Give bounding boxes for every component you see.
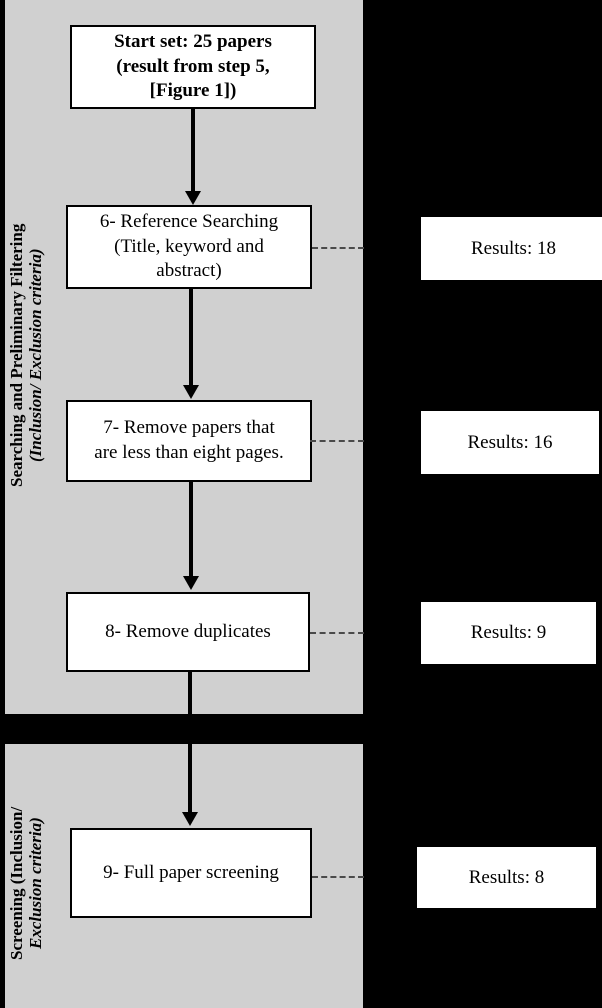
step-box-start: Start set: 25 papers (result from step 5… [70,25,316,109]
dashed-link-step7-result [310,440,364,442]
phase-label-screening: Screening (Inclusion/ Exclusion criteria… [7,788,61,978]
step-6-line1: 6- Reference Searching [99,210,279,232]
arrow-shaft [191,109,195,193]
step-7-line1: 7- Remove papers that [103,417,275,439]
step-box-7: 7- Remove papers that are less than eigh… [66,400,312,482]
dashed-link-step6-result [312,247,364,249]
result-box-step9: Results: 8 [417,847,596,908]
step-start-line3: [Figure 1]) [149,80,237,102]
arrow-shaft [189,289,193,387]
step-box-8: 8- Remove duplicates [66,592,310,672]
phase-label-searching-line2: (Inclusion/ Exclusion criteria) [26,248,46,462]
phase-label-screening-line1: Screening (Inclusion/ [7,806,26,960]
step-9-line1: 9- Full paper screening [103,861,279,883]
step-box-6: 6- Reference Searching (Title, keyword a… [66,205,312,289]
step-7-line2: are less than eight pages. [94,442,284,463]
arrow-shaft [189,482,193,578]
result-box-step8: Results: 9 [421,602,596,664]
phase-label-searching-line1: Searching and Preliminary Filtering [7,223,26,487]
step-start-line1: Start set: 25 papers [114,30,272,52]
result-box-step7: Results: 16 [421,411,599,474]
arrow-shaft [188,672,192,814]
dashed-link-step9-result [312,876,364,878]
phase-label-searching: Searching and Preliminary Filtering (Inc… [7,175,61,535]
step-start-line2: (result from step 5, [116,55,270,77]
step-6-line3: abstract) [156,260,222,282]
phase-label-screening-line2: Exclusion criteria) [26,817,46,949]
step-6-line2: (Title, keyword and [114,235,264,257]
arrow-head-icon [183,385,199,399]
arrow-head-icon [182,812,198,826]
arrow-head-icon [185,191,201,205]
step-8-line1: 8- Remove duplicates [105,620,271,642]
step-box-9: 9- Full paper screening [70,828,312,918]
dashed-link-step8-result [310,632,364,634]
arrow-head-icon [183,576,199,590]
result-box-step6: Results: 18 [421,217,602,280]
